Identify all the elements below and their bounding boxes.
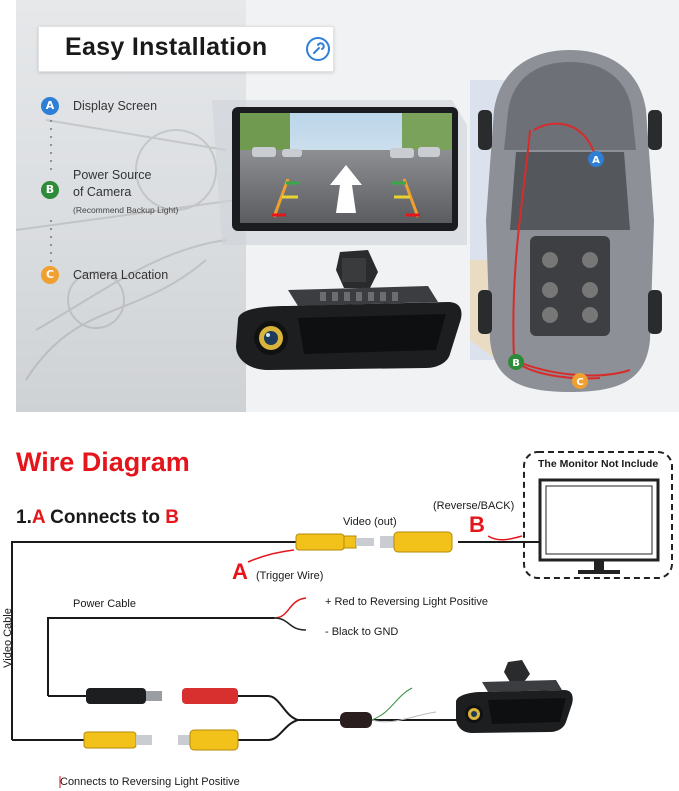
step-b-label-line2: of Camera [73,185,132,199]
b-pointer [488,535,523,541]
power-cable-label: Power Cable [73,598,136,610]
monitor-label: The Monitor Not Include [538,458,659,470]
wire-diagram-title: Wire Diagram [16,447,190,477]
rca-female-top [295,533,374,551]
car-marker-a: A [592,155,600,166]
reverse-label: (Reverse/BACK) [433,500,515,512]
title-box [38,26,334,72]
dc-plug-black [86,688,162,704]
a-pointer [247,549,295,563]
car-topview: A B C [470,50,662,392]
connects-prefix: 1. [16,507,32,528]
step-dots-1 [50,120,52,170]
inline-filter-box [340,712,372,728]
step-b-badge: B [41,181,59,199]
connects-title: 1.A Connects to B [16,507,179,529]
step-a-badge: A [41,97,59,115]
installation-title: Easy Installation [65,33,268,61]
connects-a: A [31,507,45,528]
camera-handle [236,250,462,370]
bottom-note: Connects to Reversing Light Positive [60,776,240,788]
wrench-icon [306,37,330,61]
wiring-diagram [11,531,573,788]
step-b-note: (Recommend Backup Light) [73,205,179,215]
b-letter: B [469,512,485,537]
rca-male-top [380,531,453,553]
step-c-badge: C [41,266,59,284]
camera-handle-small [456,660,573,733]
rca-bottom-left [83,731,152,749]
connects-mid: Connects to [44,507,166,528]
car-marker-c: C [576,377,583,388]
video-cable-label: Video Cable [2,608,14,668]
step-c-label: Camera Location [73,268,169,282]
display-screen [212,100,467,245]
step-dots-2 [50,220,52,262]
dc-plug-red [182,688,238,704]
step-b-label-line1: Power Source [73,168,152,182]
trigger-label: (Trigger Wire) [256,570,324,582]
engine-background-art [16,119,237,381]
red-wire-note: + Red to Reversing Light Positive [325,596,488,608]
monitor-outline [523,451,673,579]
connects-b: B [165,507,179,528]
step-a-label: Display Screen [73,99,158,113]
video-out-label: Video (out) [343,516,397,528]
rca-bottom-right [178,729,239,751]
black-wire-note: - Black to GND [325,626,399,638]
car-marker-b: B [512,358,520,369]
trigger-letter: A [232,559,248,584]
